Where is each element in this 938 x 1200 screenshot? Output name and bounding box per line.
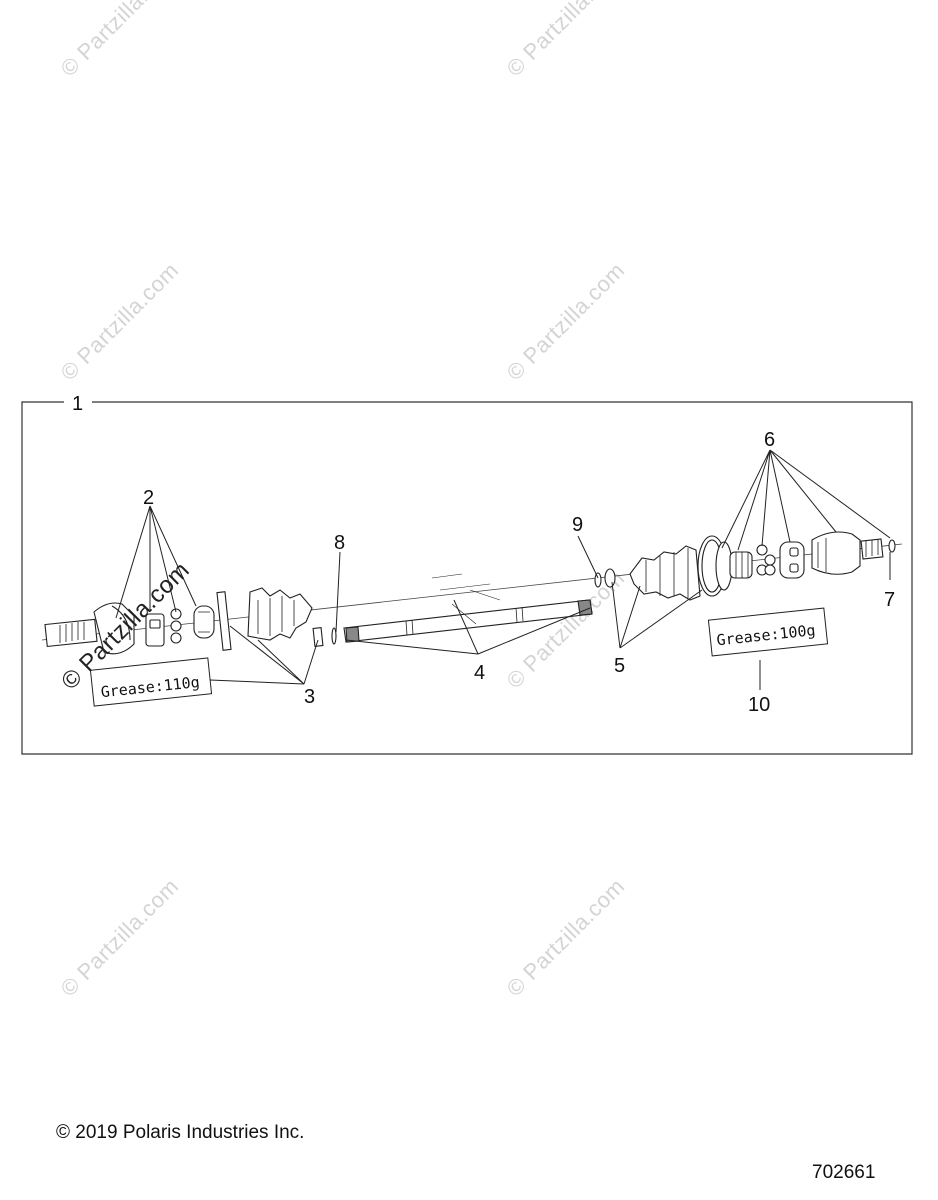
grease-box-left: Grease:110g xyxy=(89,657,213,707)
callout-7: 7 xyxy=(884,589,895,611)
snap-ring-9 xyxy=(594,572,602,588)
callout-4: 4 xyxy=(474,662,485,684)
left-boot xyxy=(216,587,324,651)
leader-lines xyxy=(115,449,891,690)
cage-and-balls xyxy=(145,605,215,647)
callout-9: 9 xyxy=(572,514,583,536)
callout-10: 10 xyxy=(748,694,770,716)
outer-cv-joint xyxy=(44,602,135,655)
callout-3: 3 xyxy=(304,686,315,708)
copyright-text: © 2019 Polaris Industries Inc. xyxy=(56,1122,305,1143)
shaft-axis-line xyxy=(41,543,903,641)
grease-box-right: Grease:100g xyxy=(707,607,829,657)
callout-6: 6 xyxy=(764,429,775,451)
snap-ring-8 xyxy=(331,627,337,645)
inner-cv-joint xyxy=(729,531,884,579)
snap-ring-9b xyxy=(604,568,616,588)
assembly-frame xyxy=(21,401,913,755)
callout-2: 2 xyxy=(143,487,154,509)
end-clip-7 xyxy=(888,539,896,553)
right-boot xyxy=(629,545,701,601)
callout-8: 8 xyxy=(334,532,345,554)
callout-1: 1 xyxy=(72,393,83,415)
callout-5: 5 xyxy=(614,655,625,677)
diagram-number: 702661 xyxy=(812,1162,876,1183)
